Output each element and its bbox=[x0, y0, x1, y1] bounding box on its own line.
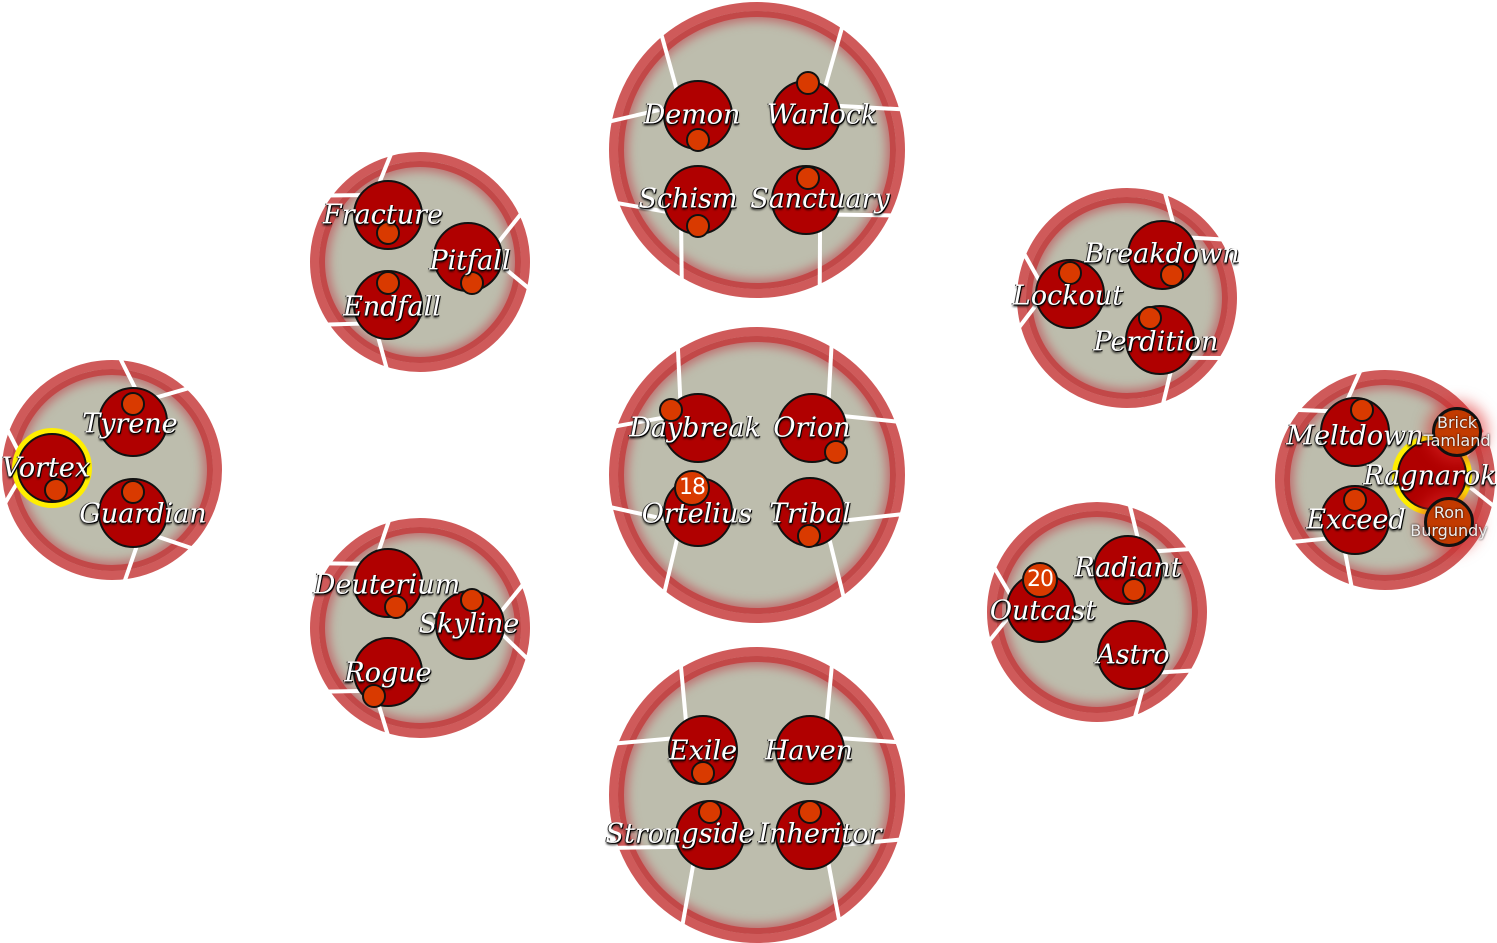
fleet-icon[interactable] bbox=[1160, 263, 1184, 287]
fleet-icon[interactable] bbox=[698, 800, 722, 824]
hyperlane bbox=[1295, 410, 1328, 411]
hyperlane bbox=[503, 635, 530, 661]
hyperlane bbox=[681, 664, 686, 721]
hyperlane bbox=[844, 416, 900, 422]
fleet-icon[interactable] bbox=[1343, 488, 1367, 512]
hyperlane bbox=[837, 215, 894, 216]
player-name-line1: Ron bbox=[1410, 504, 1487, 522]
hyperlane bbox=[614, 203, 666, 212]
player-name-line2: Tamland bbox=[1423, 432, 1490, 450]
fleet-icon[interactable] bbox=[376, 271, 400, 295]
fleet-icon[interactable] bbox=[798, 800, 822, 824]
hyperlane bbox=[682, 865, 693, 928]
player-name-line1: Brick bbox=[1423, 414, 1490, 432]
fleet-icon[interactable] bbox=[1058, 261, 1082, 285]
hyperlane bbox=[1023, 252, 1039, 281]
hyperlane bbox=[156, 388, 190, 398]
hyperlane bbox=[664, 539, 677, 595]
fleet-icon[interactable] bbox=[797, 524, 821, 548]
hyperlane bbox=[661, 32, 677, 88]
hyperlane bbox=[378, 338, 387, 372]
hyperlane bbox=[843, 839, 903, 845]
planet-astro[interactable] bbox=[1097, 620, 1167, 690]
fleet-icon[interactable] bbox=[1350, 398, 1374, 422]
fleet-icon[interactable] bbox=[796, 71, 820, 95]
hyperlane bbox=[325, 324, 360, 325]
fleet-icon[interactable] bbox=[384, 595, 408, 619]
hyperlane bbox=[119, 356, 135, 388]
hyperlane bbox=[843, 514, 904, 521]
hyperlane bbox=[1161, 670, 1195, 672]
hyperlane bbox=[842, 738, 900, 742]
hyperlane bbox=[608, 507, 664, 519]
hyperlane bbox=[839, 106, 904, 109]
hyperlane bbox=[379, 705, 389, 738]
hyperlane bbox=[1345, 553, 1352, 590]
fleet-icon[interactable] bbox=[1138, 306, 1162, 330]
hyperlane bbox=[681, 230, 682, 283]
hyperlane bbox=[1129, 503, 1137, 538]
hyperlane bbox=[4, 479, 20, 506]
hyperlane bbox=[613, 417, 666, 427]
fleet-icon[interactable] bbox=[1122, 578, 1146, 602]
hyperlane bbox=[993, 565, 1010, 594]
fleet-icon[interactable] bbox=[824, 440, 848, 464]
fleet-icon[interactable] bbox=[376, 221, 400, 245]
hyperlane bbox=[379, 518, 390, 550]
fleet-icon[interactable] bbox=[460, 588, 484, 612]
hyperlane bbox=[987, 617, 1008, 643]
hyperlane bbox=[1162, 372, 1170, 406]
fleet-icon[interactable] bbox=[121, 392, 145, 416]
fleet-icon[interactable] bbox=[121, 480, 145, 504]
fleet-icon[interactable] bbox=[686, 214, 710, 238]
hyperlane bbox=[828, 864, 839, 923]
hyperlane bbox=[6, 427, 20, 455]
hyperlane bbox=[614, 739, 671, 744]
hyperlane bbox=[1348, 368, 1361, 398]
hyperlane bbox=[1134, 687, 1143, 720]
hyperlane bbox=[827, 663, 832, 721]
hyperlane bbox=[829, 343, 832, 399]
hyperlane bbox=[124, 547, 137, 584]
fleet-icon[interactable] bbox=[362, 684, 386, 708]
fleet-icon[interactable] bbox=[691, 761, 715, 785]
hyperlane bbox=[1164, 190, 1173, 223]
fleet-count-badge[interactable]: 20 bbox=[1022, 562, 1058, 598]
planet-haven[interactable] bbox=[775, 715, 845, 785]
hyperlane bbox=[608, 109, 665, 122]
hyperlane bbox=[501, 265, 531, 289]
player-name-line2: Burgundy bbox=[1410, 522, 1487, 540]
hyperlane bbox=[1017, 303, 1037, 329]
fleet-icon[interactable] bbox=[686, 128, 710, 152]
fleet-icon[interactable] bbox=[460, 271, 484, 295]
hyperlane bbox=[325, 691, 359, 692]
hyperlane bbox=[825, 25, 843, 87]
fleet-icon[interactable] bbox=[796, 166, 820, 190]
fleet-count-badge[interactable]: 18 bbox=[674, 470, 710, 506]
hyperlane bbox=[1191, 238, 1225, 240]
fleet-icon[interactable] bbox=[659, 398, 683, 422]
hyperlane bbox=[1289, 539, 1326, 543]
hyperlane bbox=[830, 540, 845, 600]
hyperlane bbox=[1156, 549, 1192, 551]
hyperlane bbox=[380, 151, 392, 182]
hyperlane bbox=[678, 345, 680, 399]
hyperlane bbox=[157, 537, 194, 549]
hyperlane bbox=[614, 847, 678, 848]
hyperlane bbox=[501, 583, 524, 612]
hyperlane bbox=[499, 212, 523, 242]
fleet-icon[interactable] bbox=[44, 478, 68, 502]
